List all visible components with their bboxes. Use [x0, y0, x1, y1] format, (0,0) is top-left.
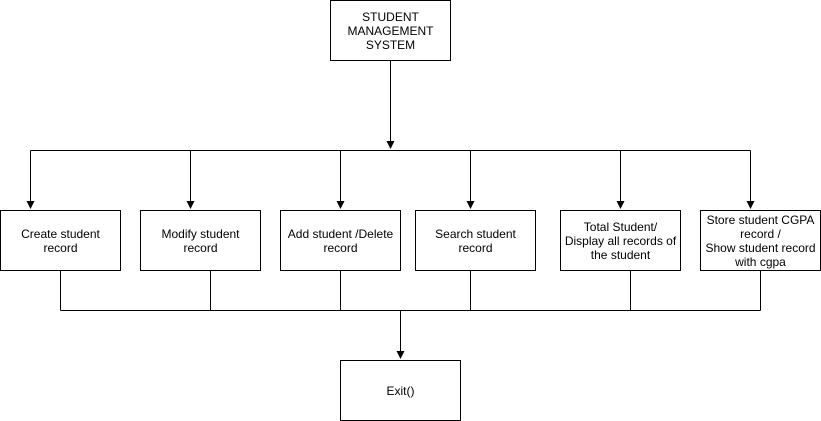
option-add-delete-student-record: Add student /Delete record [280, 210, 401, 271]
option-total-display-all-records: Total Student/ Display all records of th… [560, 210, 681, 271]
option-store-show-cgpa-record: Store student CGPA record / Show student… [700, 210, 821, 271]
option-create-student-record: Create student record [0, 210, 121, 271]
option-modify-student-record: Modify student record [140, 210, 261, 271]
exit-node: Exit() [340, 360, 461, 421]
root-node-student-management-system: STUDENT MANAGEMENT SYSTEM [330, 0, 451, 61]
option-search-student-record: Search student record [415, 210, 536, 271]
